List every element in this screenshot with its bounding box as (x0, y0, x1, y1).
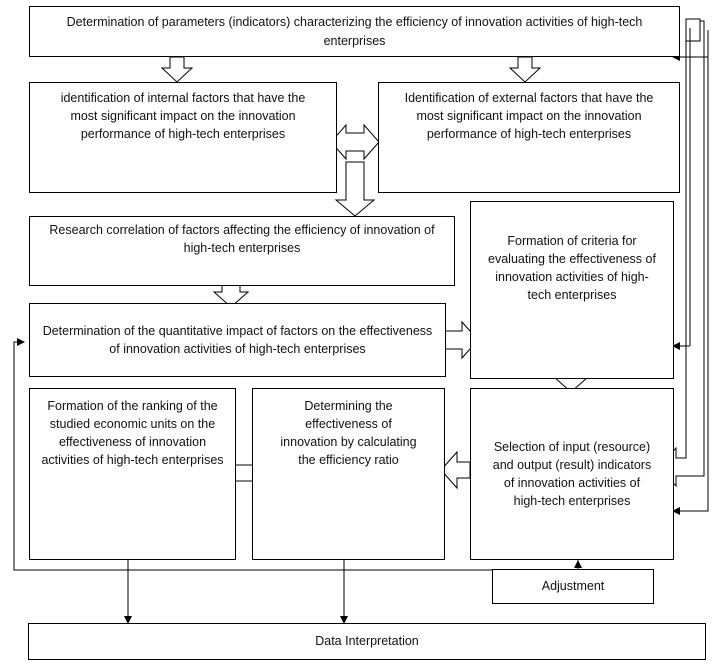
feedback-line (672, 57, 709, 515)
efficiency-ratio-box-text: Determining the effectiveness of innovat… (280, 399, 417, 468)
external-factors-box: Identification of external factors that … (378, 82, 680, 193)
ranking-box-text: Formation of the ranking of the studied … (41, 399, 224, 468)
block-arrow-down (508, 56, 542, 83)
correlation-box-text: Research correlation of factors affectin… (49, 223, 435, 256)
data-interpretation-box-text: Data Interpretation (315, 634, 419, 649)
internal-factors-box-text: identification of internal factors that … (60, 91, 306, 142)
ranking-box: Formation of the ranking of the studied … (29, 388, 236, 560)
selection-box: Selection of input (resource) and output… (470, 388, 674, 560)
parameters-box-text: Determination of parameters (indicators)… (66, 15, 643, 48)
efficiency-ratio-box: Determining the effectiveness of innovat… (252, 388, 445, 560)
parameters-box: Determination of parameters (indicators)… (29, 6, 680, 57)
correlation-box: Research correlation of factors affectin… (29, 216, 455, 286)
external-factors-box-text: Identification of external factors that … (404, 91, 654, 142)
block-arrow-double (330, 123, 380, 161)
criteria-box: Formation of criteria for evaluating the… (470, 201, 674, 379)
criteria-box-text: Formation of criteria for evaluating the… (488, 234, 656, 303)
block-arrow-down (160, 56, 194, 83)
selection-box-text: Selection of input (resource) and output… (492, 439, 652, 509)
quantitative-impact-box: Determination of the quantitative impact… (29, 303, 446, 377)
adjustment-box-text: Adjustment (541, 579, 605, 594)
internal-factors-box: identification of internal factors that … (29, 82, 337, 193)
block-arrow-left (440, 450, 471, 490)
data-interpretation-box: Data Interpretation (28, 623, 706, 660)
quantitative-impact-box-text: Determination of the quantitative impact… (42, 323, 433, 356)
block-arrow-down (334, 161, 376, 217)
adjustment-box: Adjustment (492, 569, 654, 604)
feedback-cap (685, 18, 701, 42)
